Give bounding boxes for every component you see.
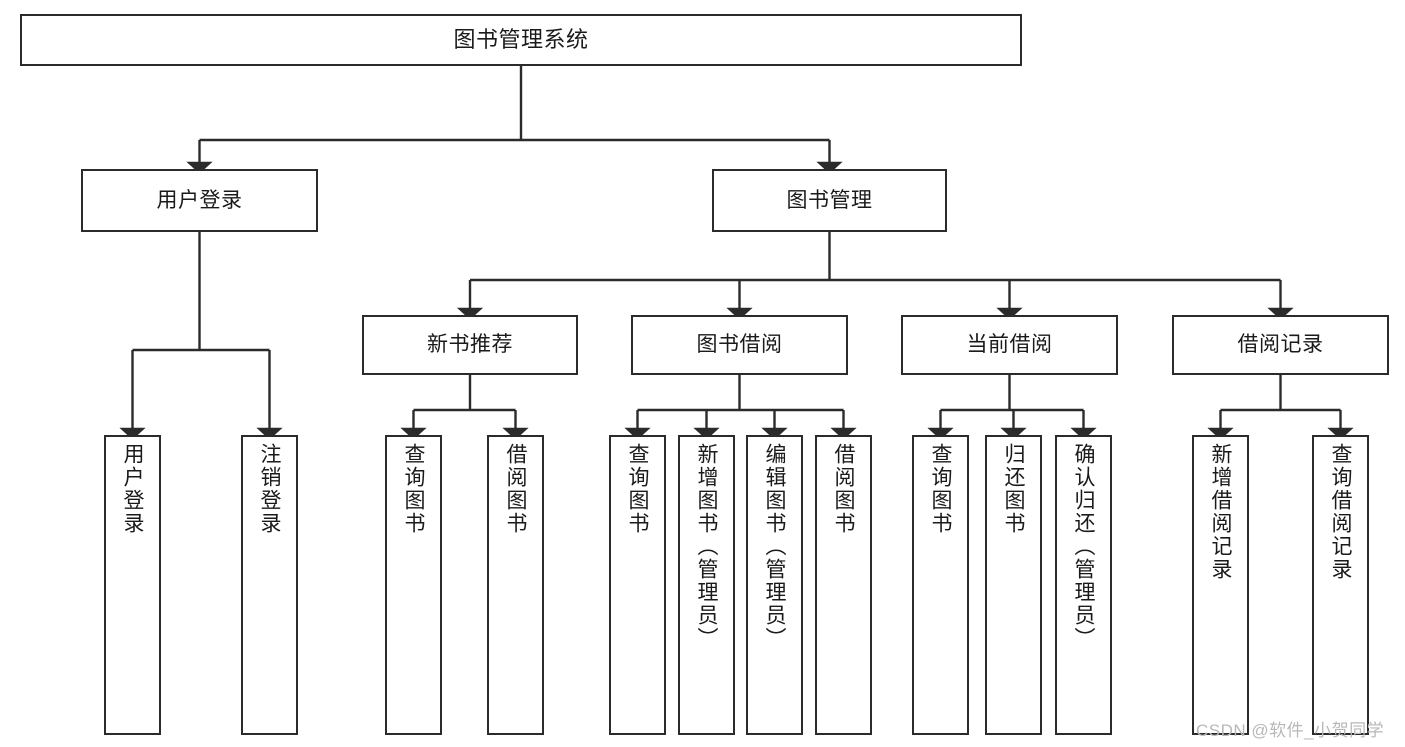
node-label: 注销登录 bbox=[258, 443, 281, 535]
node-label: 借阅图书 bbox=[832, 443, 855, 535]
node-label: 图书管理系统 bbox=[453, 26, 589, 52]
node-label: 新增图书（管理员） bbox=[695, 443, 718, 650]
node-leaf-borrow-book[interactable]: 借阅图书 bbox=[815, 435, 872, 735]
node-borrow-record[interactable]: 借阅记录 bbox=[1172, 315, 1389, 375]
node-book-borrow[interactable]: 图书借阅 bbox=[631, 315, 848, 375]
node-leaf-confirm-return[interactable]: 确认归还（管理员） bbox=[1055, 435, 1112, 735]
node-label: 用户登录 bbox=[156, 188, 243, 212]
node-new-book-recommend[interactable]: 新书推荐 bbox=[362, 315, 578, 375]
node-label: 借阅图书 bbox=[504, 443, 527, 535]
node-leaf-add-borrow-record[interactable]: 新增借阅记录 bbox=[1192, 435, 1249, 735]
node-label: 查询图书 bbox=[626, 443, 649, 535]
node-leaf-query-book-cur[interactable]: 查询图书 bbox=[912, 435, 969, 735]
node-leaf-edit-book[interactable]: 编辑图书（管理员） bbox=[746, 435, 803, 735]
node-label: 查询借阅记录 bbox=[1329, 443, 1352, 581]
node-label: 图书借阅 bbox=[696, 333, 783, 357]
node-label: 新增借阅记录 bbox=[1209, 443, 1232, 581]
node-leaf-user-login[interactable]: 用户登录 bbox=[104, 435, 161, 735]
node-leaf-return-book[interactable]: 归还图书 bbox=[985, 435, 1042, 735]
node-label: 查询图书 bbox=[929, 443, 952, 535]
node-label: 图书管理 bbox=[786, 188, 873, 212]
node-label: 当前借阅 bbox=[966, 333, 1053, 357]
node-leaf-query-book-borrow[interactable]: 查询图书 bbox=[609, 435, 666, 735]
node-label: 借阅记录 bbox=[1237, 333, 1324, 357]
node-leaf-logout[interactable]: 注销登录 bbox=[241, 435, 298, 735]
node-user-login[interactable]: 用户登录 bbox=[81, 169, 318, 232]
watermark: CSDN @软件_小贺同学 bbox=[1196, 721, 1385, 740]
node-label: 归还图书 bbox=[1002, 443, 1025, 535]
node-label: 查询图书 bbox=[402, 443, 425, 535]
node-label: 确认归还（管理员） bbox=[1072, 443, 1095, 650]
node-current-borrow[interactable]: 当前借阅 bbox=[901, 315, 1118, 375]
node-leaf-query-book-rec[interactable]: 查询图书 bbox=[385, 435, 442, 735]
node-root[interactable]: 图书管理系统 bbox=[20, 14, 1022, 66]
node-book-manage[interactable]: 图书管理 bbox=[712, 169, 947, 232]
node-leaf-query-borrow-record[interactable]: 查询借阅记录 bbox=[1312, 435, 1369, 735]
node-label: 用户登录 bbox=[121, 443, 144, 535]
node-label: 新书推荐 bbox=[427, 333, 513, 357]
node-label: 编辑图书（管理员） bbox=[763, 443, 786, 650]
node-leaf-borrow-book-rec[interactable]: 借阅图书 bbox=[487, 435, 544, 735]
node-leaf-add-book[interactable]: 新增图书（管理员） bbox=[678, 435, 735, 735]
